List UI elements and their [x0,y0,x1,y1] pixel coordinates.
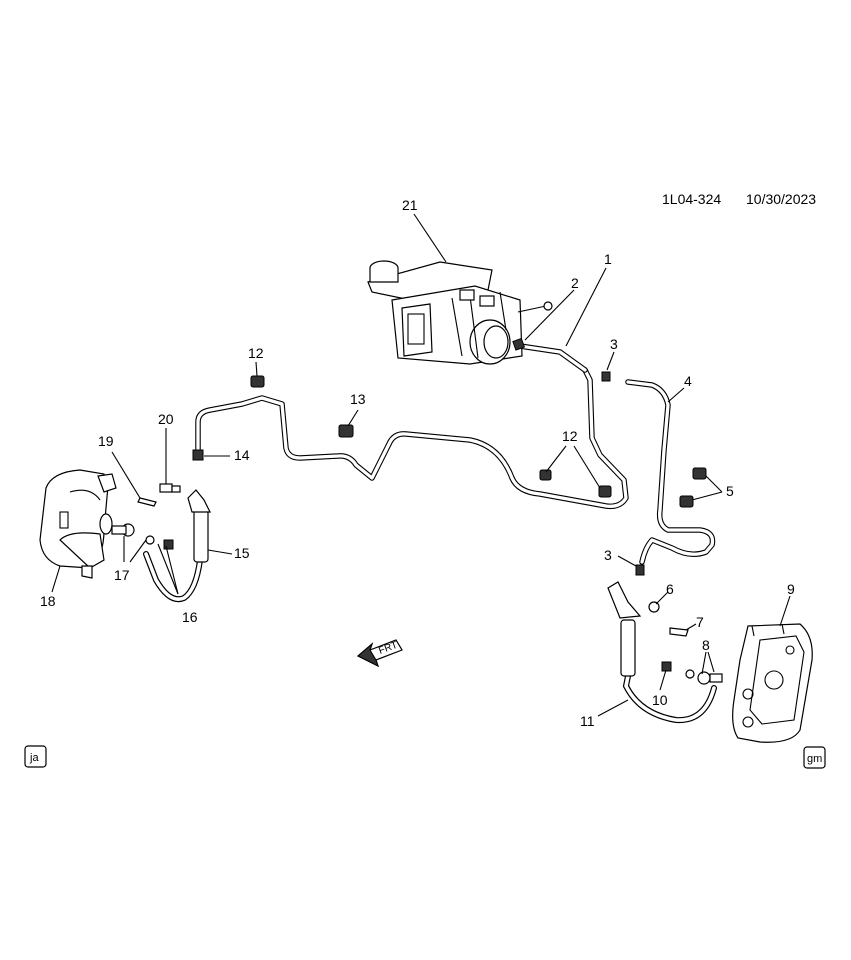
leader-lines [51,213,791,717]
badge-ja-label: ja [29,752,39,764]
callout-9: 9 [787,581,795,597]
callout-17: 17 [114,567,130,583]
clip-12-top [250,375,265,388]
brake-pipe-left-main [195,367,629,510]
badge-gm-label: gm [807,753,822,765]
callout-15: 15 [234,545,250,561]
callout-3-lower: 3 [604,547,612,563]
diagram-date: 10/30/2023 [746,191,816,207]
master-cylinder-assembly [367,260,553,365]
badge-gm: gm [803,746,826,769]
bolt-19 [137,497,157,507]
fitting-3-upper [601,371,611,382]
callout-labels: 1 2 3 3 4 5 6 7 8 9 10 11 12 12 13 14 15… [40,197,795,729]
callout-2: 2 [571,275,579,291]
banjo-bolt-17 [111,523,155,545]
clip-5-a [692,467,707,480]
callout-20: 20 [158,411,174,427]
clip-7 [669,627,689,637]
nut-6 [648,601,660,613]
clip-12-right-a [539,469,552,481]
front-direction-arrow: FRT [356,639,403,668]
callout-1: 1 [604,251,612,267]
right-caliper [732,623,813,743]
callout-5: 5 [726,483,734,499]
callout-16: 16 [182,609,198,625]
callout-13: 13 [350,391,366,407]
clip-13 [338,424,354,438]
banjo-bolt-8 [685,669,723,685]
callout-4: 4 [684,373,692,389]
callout-12-right: 12 [562,428,578,444]
brake-pipe-1 [517,343,588,373]
badge-ja: ja [24,745,47,768]
bolt-10 [661,661,672,672]
callout-14: 14 [234,447,250,463]
bolt-16 [163,539,174,550]
callout-7: 7 [696,614,704,630]
callout-6: 6 [666,581,674,597]
callout-18: 18 [40,593,56,609]
callout-12-top: 12 [248,345,264,361]
callout-19: 19 [98,433,114,449]
callout-8: 8 [702,637,710,653]
bolt-20 [159,483,181,493]
fitting-14 [192,449,204,461]
left-brake-hose [143,489,211,603]
clip-5-b [679,495,694,508]
callout-21: 21 [402,197,418,213]
clip-12-right-b [598,485,612,498]
fitting-3-lower [635,564,645,576]
diagram-id: 1L04-324 [662,191,721,207]
left-caliper [39,469,117,579]
fitting-2 [512,337,526,351]
right-brake-hose [607,581,717,724]
callout-3-upper: 3 [610,336,618,352]
callout-10: 10 [652,692,668,708]
callout-11: 11 [580,713,595,729]
brake-pipe-4 [625,379,716,565]
